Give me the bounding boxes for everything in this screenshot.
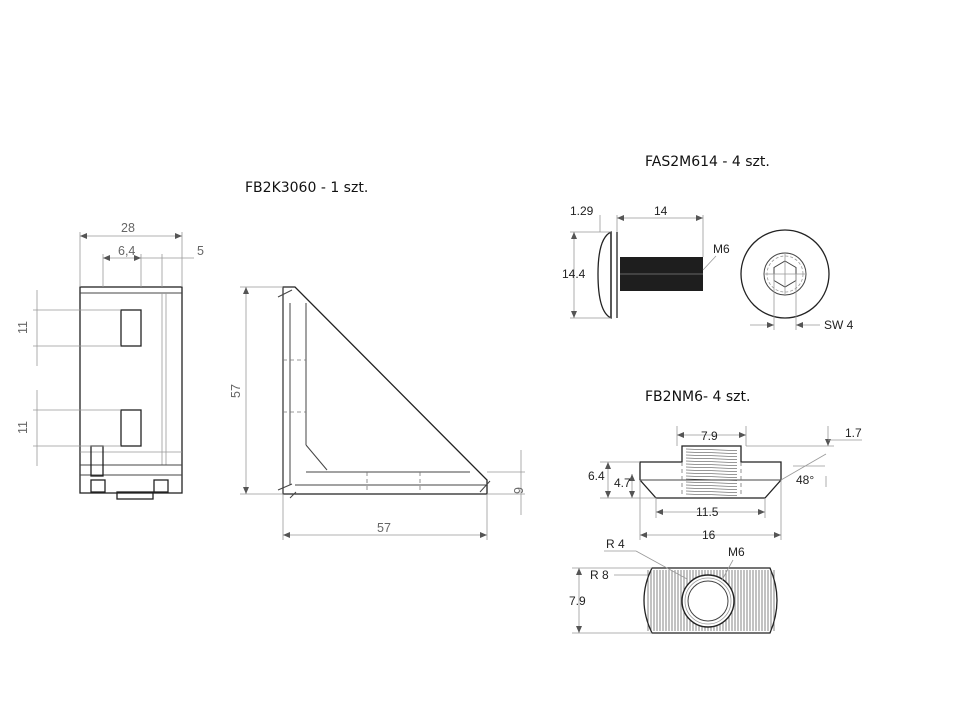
bracket-front-view: 28 6,4 5 11 11 (16, 221, 204, 500)
screw-thread-label: M6 (713, 242, 730, 256)
dim-offset: 5 (197, 244, 204, 258)
dim-slot-width: 6,4 (118, 244, 135, 258)
dim-nut-radius-small: R 4 (606, 537, 625, 551)
dim-nut-top-offset: 1.7 (845, 426, 862, 440)
nut-thread-label: M6 (728, 545, 745, 559)
bracket-side-view: 57 57 6 (229, 286, 525, 540)
dim-nut-height: 6.4 (588, 469, 605, 483)
dim-slot-len-top: 11 (16, 321, 30, 334)
dim-nut-step: 4.7 (614, 476, 631, 490)
dim-bracket-length: 57 (377, 521, 391, 535)
nut-top-view: R 4 R 8 M6 7.9 (569, 537, 778, 634)
dim-screw-head-diameter: 14.4 (562, 267, 586, 281)
dim-nut-top-width: 7.9 (701, 429, 718, 443)
dim-nut-depth: 7.9 (569, 594, 586, 608)
dim-bracket-height: 57 (229, 384, 243, 398)
dim-nut-radius-large: R 8 (590, 568, 609, 582)
dim-screw-socket: SW 4 (824, 318, 854, 332)
dim-nut-bottom-width: 11.5 (696, 505, 719, 519)
dim-screw-length: 14 (654, 204, 668, 218)
screw-title: FAS2M614 - 4 szt. (645, 154, 770, 170)
dim-bracket-thickness: 6 (511, 487, 525, 494)
bracket-title: FB2K3060 - 1 szt. (245, 180, 368, 196)
nut-front-view: 7.9 1.7 6.4 4.7 48° 11.5 16 (588, 426, 862, 542)
nut-thread-hatch (685, 448, 738, 496)
nut-title: FB2NM6- 4 szt. (645, 389, 750, 405)
screw-end-view: SW 4 (740, 229, 854, 332)
dim-nut-angle: 48° (796, 473, 814, 487)
screw-side-view: 14.4 14 1.29 M6 (562, 204, 730, 320)
dim-screw-head-thickness: 1.29 (570, 204, 594, 218)
dim-slot-len-bottom: 11 (16, 421, 30, 434)
dim-nut-total-width: 16 (702, 528, 716, 542)
dim-bracket-width: 28 (121, 221, 135, 235)
